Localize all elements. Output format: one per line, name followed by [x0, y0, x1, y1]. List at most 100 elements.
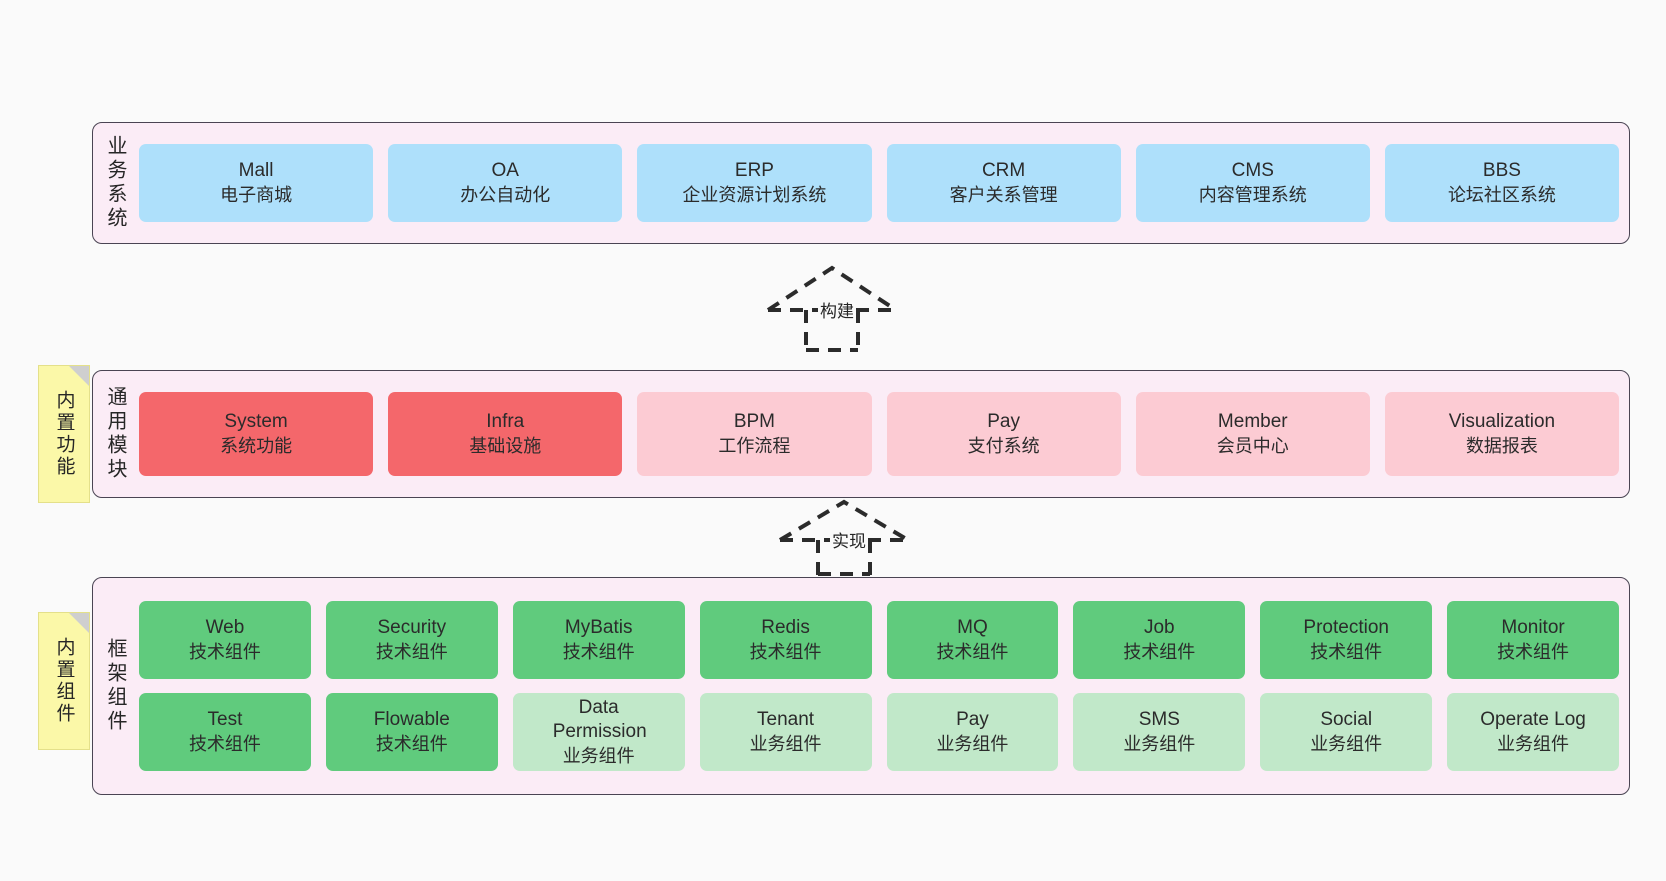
card-data-permission-title: Data Permission [552, 697, 647, 743]
card-mall[interactable]: Mall 电子商城 [139, 144, 374, 222]
builtin-component-note-label: 内置组件 [53, 637, 75, 725]
card-bpm-subtitle: 工作流程 [718, 435, 791, 456]
card-bpm[interactable]: BPM 工作流程 [637, 392, 872, 476]
layer-framework-component-body: Web 技术组件 Security 技术组件 MyBatis 技术组件 Redi… [137, 578, 1629, 794]
card-crm[interactable]: CRM 客户关系管理 [886, 144, 1121, 222]
card-visualization-subtitle: 数据报表 [1465, 435, 1538, 456]
card-test-subtitle: 技术组件 [188, 733, 261, 754]
layer-framework-component: 框架组件 Web 技术组件 Security 技术组件 MyBatis 技术组件 [92, 577, 1630, 795]
card-infra-subtitle: 基础设施 [469, 435, 542, 456]
card-tenant[interactable]: Tenant 业务组件 [699, 693, 872, 771]
framework-component-card-rows: Web 技术组件 Security 技术组件 MyBatis 技术组件 Redi… [139, 601, 1619, 771]
card-pay-module-title: Pay [987, 411, 1020, 433]
card-social[interactable]: Social 业务组件 [1260, 693, 1433, 771]
card-redis[interactable]: Redis 技术组件 [699, 601, 872, 679]
card-social-title: Social [1320, 709, 1373, 731]
card-oa[interactable]: OA 办公自动化 [388, 144, 623, 222]
card-bpm-title: BPM [733, 411, 776, 433]
implement-connector-arrow-icon [778, 499, 910, 576]
card-protection[interactable]: Protection 技术组件 [1260, 601, 1433, 679]
card-sms-subtitle: 业务组件 [1123, 733, 1196, 754]
card-data-permission[interactable]: Data Permission 业务组件 [512, 693, 685, 771]
card-monitor-title: Monitor [1501, 617, 1565, 639]
card-web-subtitle: 技术组件 [188, 641, 261, 662]
layer-business-system: 业务系统 Mall 电子商城 OA 办公自动化 ERP 企业资源计划系统 CRM… [92, 122, 1630, 244]
card-erp-title: ERP [734, 160, 774, 182]
card-web[interactable]: Web 技术组件 [139, 601, 311, 679]
card-system-subtitle: 系统功能 [220, 435, 293, 456]
card-mall-title: Mall [238, 160, 274, 182]
card-data-permission-subtitle: 业务组件 [562, 745, 635, 766]
card-redis-subtitle: 技术组件 [749, 641, 822, 662]
card-flowable-subtitle: 技术组件 [375, 733, 448, 754]
card-bbs-title: BBS [1482, 160, 1521, 182]
card-visualization-title: Visualization [1448, 411, 1556, 433]
card-protection-subtitle: 技术组件 [1310, 641, 1383, 662]
card-crm-subtitle: 客户关系管理 [949, 184, 1058, 205]
card-monitor[interactable]: Monitor 技术组件 [1447, 601, 1619, 679]
card-mq[interactable]: MQ 技术组件 [886, 601, 1059, 679]
card-pay-component-title: Pay [956, 709, 989, 731]
card-mq-subtitle: 技术组件 [936, 641, 1009, 662]
card-cms[interactable]: CMS 内容管理系统 [1135, 144, 1370, 222]
builtin-function-note: 内置功能 [38, 365, 90, 503]
card-infra[interactable]: Infra 基础设施 [388, 392, 623, 476]
card-pay-module-subtitle: 支付系统 [967, 435, 1040, 456]
layer-framework-component-label: 框架组件 [104, 638, 126, 734]
card-job-title: Job [1143, 617, 1175, 639]
card-member-title: Member [1217, 411, 1288, 433]
layer-business-system-body: Mall 电子商城 OA 办公自动化 ERP 企业资源计划系统 CRM 客户关系… [137, 123, 1629, 243]
layer-common-module-label: 通用模块 [104, 386, 126, 482]
card-redis-title: Redis [761, 617, 810, 639]
card-sms-title: SMS [1138, 709, 1180, 731]
card-operate-log[interactable]: Operate Log 业务组件 [1447, 693, 1619, 771]
framework-tech-row: Web 技术组件 Security 技术组件 MyBatis 技术组件 Redi… [139, 601, 1619, 679]
card-tenant-subtitle: 业务组件 [749, 733, 822, 754]
card-mybatis-title: MyBatis [564, 617, 633, 639]
card-security[interactable]: Security 技术组件 [325, 601, 498, 679]
card-oa-subtitle: 办公自动化 [460, 184, 551, 205]
card-test[interactable]: Test 技术组件 [139, 693, 311, 771]
card-crm-title: CRM [981, 160, 1026, 182]
card-member[interactable]: Member 会员中心 [1135, 392, 1370, 476]
card-cms-subtitle: 内容管理系统 [1198, 184, 1307, 205]
note-fold-corner-icon [69, 366, 89, 386]
card-protection-title: Protection [1303, 617, 1389, 639]
card-cms-title: CMS [1231, 160, 1274, 182]
card-flowable[interactable]: Flowable 技术组件 [325, 693, 498, 771]
card-job[interactable]: Job 技术组件 [1073, 601, 1246, 679]
card-sms[interactable]: SMS 业务组件 [1073, 693, 1246, 771]
build-connector-label: 构建 [818, 302, 856, 321]
card-pay-component[interactable]: Pay 业务组件 [886, 693, 1059, 771]
card-monitor-subtitle: 技术组件 [1497, 641, 1570, 662]
builtin-component-note: 内置组件 [38, 612, 90, 750]
card-bbs[interactable]: BBS 论坛社区系统 [1384, 144, 1620, 222]
card-mq-title: MQ [957, 617, 988, 639]
business-system-card-row: Mall 电子商城 OA 办公自动化 ERP 企业资源计划系统 CRM 客户关系… [139, 144, 1620, 222]
layer-business-system-label: 业务系统 [104, 135, 126, 231]
card-erp[interactable]: ERP 企业资源计划系统 [637, 144, 872, 222]
card-system[interactable]: System 系统功能 [139, 392, 374, 476]
card-infra-title: Infra [486, 411, 525, 433]
card-mybatis-subtitle: 技术组件 [562, 641, 635, 662]
card-pay-module[interactable]: Pay 支付系统 [886, 392, 1121, 476]
card-member-subtitle: 会员中心 [1216, 435, 1289, 456]
card-mall-subtitle: 电子商城 [220, 184, 293, 205]
card-mybatis[interactable]: MyBatis 技术组件 [512, 601, 685, 679]
card-test-title: Test [207, 709, 243, 731]
layer-common-module: 通用模块 System 系统功能 Infra 基础设施 BPM 工作流程 Pay… [92, 370, 1630, 498]
common-module-card-row: System 系统功能 Infra 基础设施 BPM 工作流程 Pay 支付系统… [139, 392, 1620, 476]
implement-connector-label: 实现 [830, 532, 868, 551]
card-pay-component-subtitle: 业务组件 [936, 733, 1009, 754]
card-system-title: System [224, 411, 288, 433]
card-erp-subtitle: 企业资源计划系统 [682, 184, 827, 205]
card-web-title: Web [205, 617, 245, 639]
card-oa-title: OA [491, 160, 519, 182]
implement-connector: 实现 [772, 498, 952, 576]
note-fold-corner-icon [69, 613, 89, 633]
card-operate-log-title: Operate Log [1480, 709, 1586, 731]
card-visualization[interactable]: Visualization 数据报表 [1384, 392, 1620, 476]
card-social-subtitle: 业务组件 [1310, 733, 1383, 754]
card-security-title: Security [377, 617, 447, 639]
